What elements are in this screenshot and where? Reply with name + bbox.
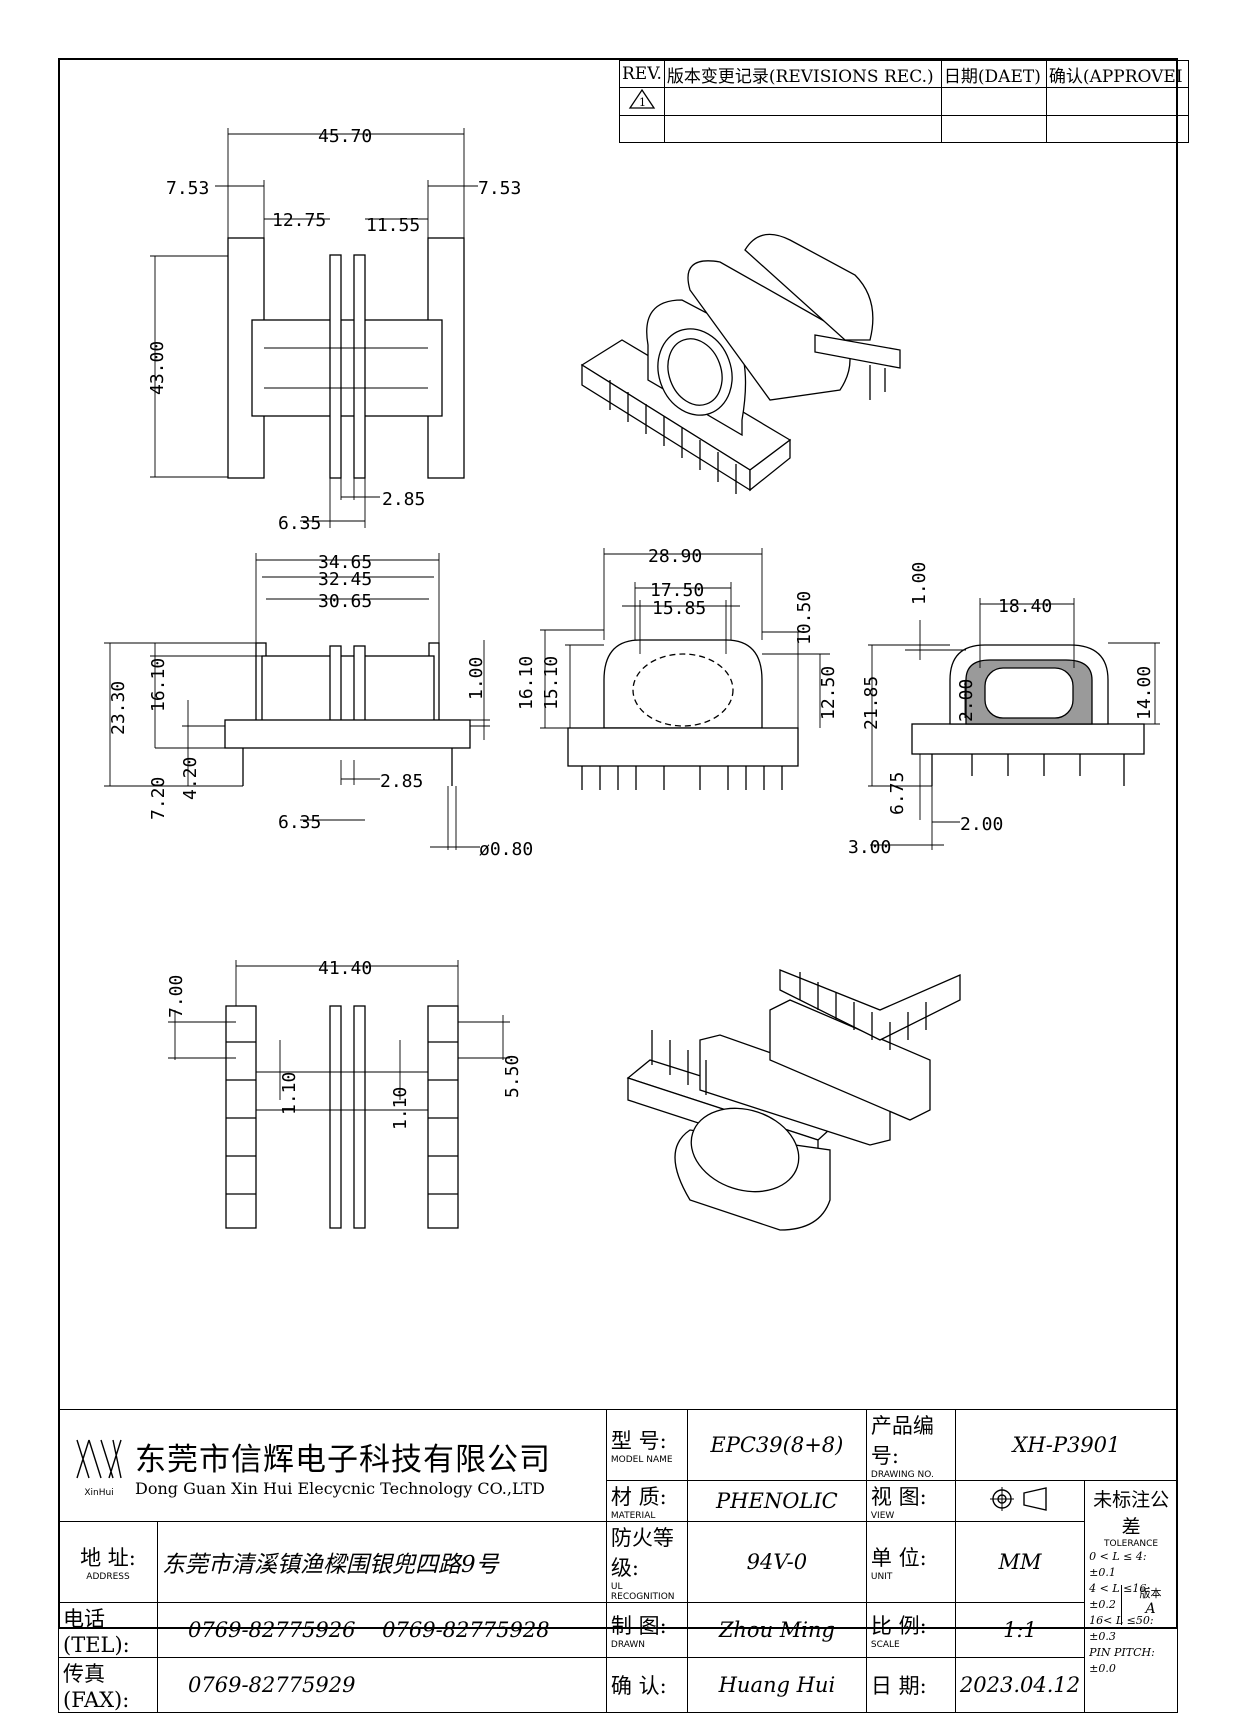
fax-label: 传真(FAX):: [58, 1657, 158, 1713]
dim-end-21-85: 21.85: [861, 676, 882, 730]
version-cell: 版本 A: [1121, 1585, 1179, 1625]
address-label: 地 址:: [80, 1546, 136, 1570]
scale-value: 1:1: [954, 1602, 1086, 1658]
dim-front-6-35: 6.35: [278, 812, 321, 833]
isometric-view-top: [580, 233, 901, 494]
bottom-view: 41.40 7.00 1.10 1.10 5.50: [166, 958, 523, 1229]
approved-label: 确 认:: [605, 1657, 688, 1713]
dim-end-3-00: 3.00: [848, 837, 891, 858]
version-value: A: [1145, 1601, 1156, 1617]
material-value: PHENOLIC: [686, 1480, 867, 1522]
drawn-label: 制 图:: [610, 1614, 667, 1638]
front-view: 34.65 32.45 30.65 23.30 16.10 1.00 7.20 …: [104, 552, 533, 860]
dim-bottom-7-00: 7.00: [166, 975, 187, 1018]
dim-front-pin-dia: ø0.80: [479, 839, 533, 860]
end-view: 1.00 18.40 21.85 2.00 14.00 6.75 2.00 3.…: [848, 562, 1160, 858]
date-value: 2023.04.12: [954, 1657, 1086, 1713]
address-value: 东莞市清溪镇渔樑围银兜四路9号: [157, 1521, 607, 1603]
drawing-no-label: 产品编号:: [870, 1414, 934, 1468]
approved-value: Huang Hui: [686, 1657, 867, 1713]
dim-front-32-45: 32.45: [318, 569, 372, 590]
ul-value: 94V-0: [686, 1521, 867, 1603]
svg-text:1: 1: [639, 96, 646, 109]
dim-end-2-00-v: 2.00: [956, 679, 977, 722]
revision-table: REV. 版本变更记录(REVISIONS REC.) 日期(DAET) 确认(…: [619, 60, 1189, 143]
dim-front-23-30: 23.30: [108, 681, 129, 735]
dim-end-14-00: 14.00: [1134, 666, 1155, 720]
dim-end-18-40: 18.40: [998, 596, 1052, 617]
fax-value: 0769-82775929: [157, 1657, 607, 1713]
dim-top-45-70: 45.70: [318, 126, 372, 147]
scale-label: 比 例:: [870, 1614, 927, 1638]
dim-side-10-50: 10.50: [794, 591, 815, 645]
dim-bottom-41-40: 41.40: [318, 958, 372, 979]
dim-front-2-85: 2.85: [380, 771, 423, 792]
logo-icon: [76, 1439, 122, 1478]
dim-front-1-00: 1.00: [466, 657, 487, 700]
dim-side-12-50: 12.50: [818, 666, 839, 720]
unit-label: 单 位:: [870, 1546, 927, 1570]
view-label: 视 图:: [870, 1485, 927, 1509]
model-value: EPC39(8+8): [686, 1409, 867, 1481]
drawing-no-value: XH-P3901: [954, 1409, 1179, 1481]
tolerance-row: 0 < L ≤ 4: ±0.1: [1089, 1550, 1147, 1579]
dim-side-28-90: 28.90: [648, 546, 702, 567]
dim-top-6-35: 6.35: [278, 513, 321, 534]
dim-bottom-5-50: 5.50: [502, 1055, 523, 1098]
dim-top-11-55: 11.55: [366, 215, 420, 236]
dim-front-34-65: 34.65: [318, 552, 372, 573]
projection-symbol-icon: [954, 1480, 1086, 1522]
dim-side-17-50: 17.50: [650, 580, 704, 601]
company-logo: XinHui: [63, 1434, 135, 1498]
dim-side-15-85: 15.85: [652, 598, 706, 619]
tel-label: 电话(TEL):: [58, 1602, 158, 1658]
dim-front-4-20: 4.20: [180, 757, 201, 800]
unit-value: MM: [954, 1521, 1086, 1603]
dim-top-7-53-right: 7.53: [478, 178, 521, 199]
dim-end-1-00: 1.00: [909, 562, 930, 605]
tel-value: 0769-82775926 0769-82775928: [157, 1602, 607, 1658]
dim-front-7-20: 7.20: [148, 777, 169, 820]
material-label: 材 质:: [610, 1485, 667, 1509]
side-view: 28.90 17.50 15.85 10.50 16.10 15.10 12.5…: [516, 546, 839, 790]
dim-bottom-1-10-right: 1.10: [390, 1087, 411, 1130]
dim-bottom-1-10-left: 1.10: [279, 1072, 300, 1115]
model-label: 型 号:: [610, 1429, 667, 1453]
dim-top-2-85: 2.85: [382, 489, 425, 510]
company-name-cn: 东莞市信辉电子科技有限公司: [135, 1441, 551, 1478]
top-view: 45.70 7.53 7.53 12.75 11.55 43.00 2.85 6…: [147, 126, 521, 534]
technical-drawing: 45.70 7.53 7.53 12.75 11.55 43.00 2.85 6…: [104, 126, 1160, 1231]
dim-end-6-75: 6.75: [887, 772, 908, 815]
date-label: 日 期:: [865, 1657, 956, 1713]
version-label: 版本: [1139, 1587, 1162, 1600]
tolerance-row: 4 < L ≤16: ±0.2: [1089, 1582, 1151, 1611]
dim-end-2-00-h: 2.00: [960, 814, 1003, 835]
dim-front-16-10: 16.10: [148, 658, 169, 712]
company-name-en: Dong Guan Xin Hui Elecycnic Technology C…: [135, 1478, 545, 1498]
rev-header-record: 版本变更记录(REVISIONS REC.): [663, 60, 942, 88]
tolerance-row: PIN PITCH: ±0.0: [1089, 1646, 1155, 1675]
isometric-view-bottom: [626, 969, 961, 1231]
dim-front-30-65: 30.65: [318, 591, 372, 612]
dim-side-15-10: 15.10: [541, 656, 562, 710]
ul-label: 防火等级:: [610, 1526, 674, 1580]
rev-header-approve: 确认(APPROVEI: [1045, 60, 1189, 88]
dim-top-43-00: 43.00: [147, 341, 168, 395]
title-block: XinHui 东莞市信辉电子科技有限公司 Dong Guan Xin Hui E…: [58, 1409, 1179, 1713]
drawn-value: Zhou Ming: [686, 1602, 867, 1658]
tolerance-label: 未标注公差: [1093, 1489, 1170, 1538]
dim-side-16-10: 16.10: [516, 656, 537, 710]
dim-top-7-53-left: 7.53: [166, 178, 209, 199]
dim-top-12-75: 12.75: [272, 210, 326, 231]
